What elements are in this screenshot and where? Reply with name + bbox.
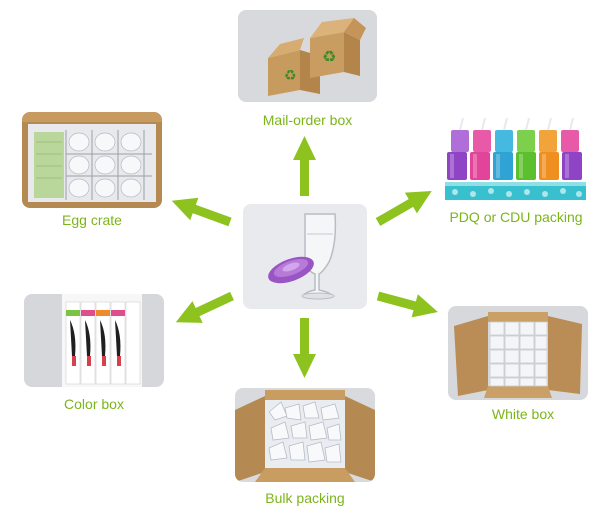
mail-order-box-label: Mail-order box	[262, 112, 353, 128]
mail-order-box-photo: ♻ ♻	[238, 10, 377, 102]
svg-text:♻: ♻	[284, 68, 297, 84]
carton-of-white-boxes-icon	[448, 306, 588, 400]
white-box-label: White box	[491, 406, 555, 422]
wine-glass-icon	[243, 204, 367, 309]
pdq-packing-photo	[443, 116, 588, 203]
svg-text:♻: ♻	[322, 47, 336, 66]
arrow-to-mail-order	[293, 136, 316, 196]
arrow-to-white-box	[376, 291, 438, 318]
color-box-label: Color box	[64, 396, 124, 412]
bulk-packing-photo	[235, 388, 375, 482]
color-box-photo	[24, 294, 164, 387]
open-carton-bulk-items-icon	[235, 388, 375, 482]
carton-with-egg-crate-divider-icon	[22, 112, 162, 208]
egg-crate-photo	[22, 112, 162, 208]
arrow-to-bulk	[293, 318, 316, 378]
printed-color-boxes-icon	[24, 294, 164, 387]
white-box-photo	[448, 306, 588, 400]
egg-crate-label: Egg crate	[62, 212, 122, 228]
colorful-tumblers-display-icon	[443, 116, 588, 203]
arrow-to-egg-crate	[171, 197, 232, 227]
kraft-mailer-box-recycle-icon: ♻ ♻	[238, 10, 377, 102]
arrow-to-color-box	[175, 291, 234, 323]
pdq-packing-label: PDQ or CDU packing	[449, 209, 583, 225]
center-product-photo	[243, 204, 367, 309]
arrow-to-pdq	[375, 191, 432, 226]
bulk-packing-label: Bulk packing	[265, 490, 345, 506]
